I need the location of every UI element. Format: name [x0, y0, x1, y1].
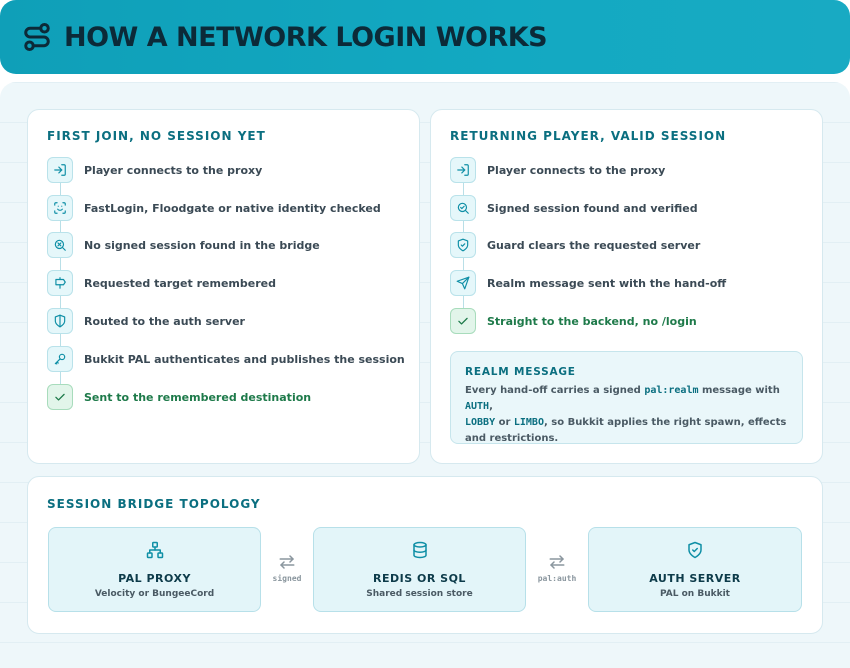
login-icon	[47, 157, 73, 183]
link-label: signed	[272, 574, 302, 583]
key-icon	[47, 346, 73, 372]
step-label: Signed session found and verified	[487, 201, 698, 215]
returning-step: Guard clears the requested server	[450, 231, 700, 259]
database-icon	[412, 541, 427, 559]
first-join-step: Routed to the auth server	[47, 307, 245, 335]
page-title: HOW A NETWORK LOGIN WORKS	[64, 21, 548, 53]
send-icon	[450, 270, 476, 296]
step-label: Straight to the backend, no /login	[487, 314, 697, 328]
shield-check-icon	[450, 232, 476, 258]
network-icon	[146, 541, 163, 559]
node-subtitle: Shared session store	[366, 589, 473, 599]
step-label: Guard clears the requested server	[487, 238, 701, 252]
swap-icon	[279, 555, 295, 569]
first-join-step: No signed session found in the bridge	[47, 231, 320, 259]
node-title: REDIS OR SQL	[373, 572, 466, 585]
node-title: PAL PROXY	[118, 572, 191, 585]
node-subtitle: Velocity or BungeeCord	[94, 589, 215, 599]
code-limbo: LIMBO	[513, 417, 544, 428]
topology-link-pal-auth: pal:auth	[532, 555, 582, 583]
step-label: No signed session found in the bridge	[84, 238, 320, 252]
shield-check-icon	[688, 541, 702, 559]
step-label: Requested target remembered	[84, 276, 276, 290]
node-title: AUTH SERVER	[649, 572, 741, 585]
first-join-step: Sent to the remembered destination	[47, 383, 311, 411]
check-icon	[47, 384, 73, 410]
header-banner: HOW A NETWORK LOGIN WORKS	[0, 0, 850, 74]
step-label: Realm message sent with the hand-off	[487, 276, 727, 290]
realm-message-title: REALM MESSAGE	[465, 366, 576, 378]
signpost-icon	[47, 270, 73, 296]
topology-node-proxy: PAL PROXY Velocity or BungeeCord	[48, 527, 261, 612]
step-label: Player connects to the proxy	[487, 163, 666, 177]
returning-title: RETURNING PLAYER, VALID SESSION	[450, 129, 727, 143]
login-icon	[450, 157, 476, 183]
topology-node-store: REDIS OR SQL Shared session store	[313, 527, 526, 612]
step-label: Player connects to the proxy	[84, 163, 263, 177]
code-pal-realm: pal:realm	[644, 385, 699, 396]
first-join-step: Requested target remembered	[47, 269, 276, 297]
code-auth: AUTH	[465, 401, 490, 412]
step-label: Sent to the remembered destination	[84, 390, 312, 404]
face-scan-icon	[47, 195, 73, 221]
code-lobby: LOBBY	[465, 417, 496, 428]
realm-message-box: REALM MESSAGE Every hand-off carries a s…	[450, 351, 803, 444]
node-subtitle: PAL on Bukkit	[660, 589, 730, 599]
returning-step: Realm message sent with the hand-off	[450, 269, 726, 297]
step-label: FastLogin, Floodgate or native identity …	[84, 201, 381, 215]
first-join-step: Bukkit PAL authenticates and publishes t…	[47, 345, 405, 373]
returning-step: Straight to the backend, no /login	[450, 307, 697, 335]
search-check-icon	[450, 195, 476, 221]
first-join-step: Player connects to the proxy	[47, 156, 262, 184]
shield-icon	[47, 308, 73, 334]
first-join-title: FIRST JOIN, NO SESSION YET	[47, 129, 266, 143]
link-label: pal:auth	[537, 574, 577, 583]
check-icon	[450, 308, 476, 334]
first-join-step: FastLogin, Floodgate or native identity …	[47, 194, 381, 222]
returning-step: Signed session found and verified	[450, 194, 698, 222]
topology-title: SESSION BRIDGE TOPOLOGY	[47, 497, 261, 511]
step-label: Routed to the auth server	[84, 314, 245, 328]
search-x-icon	[47, 232, 73, 258]
step-label: Bukkit PAL authenticates and publishes t…	[84, 352, 405, 366]
swap-icon	[549, 555, 565, 569]
realm-message-text: Every hand-off carries a signed pal:real…	[465, 385, 787, 444]
route-icon	[24, 23, 50, 51]
returning-step: Player connects to the proxy	[450, 156, 665, 184]
topology-node-auth: AUTH SERVER PAL on Bukkit	[588, 527, 802, 612]
topology-link-signed: signed	[267, 555, 307, 583]
first-join-card	[27, 109, 420, 464]
